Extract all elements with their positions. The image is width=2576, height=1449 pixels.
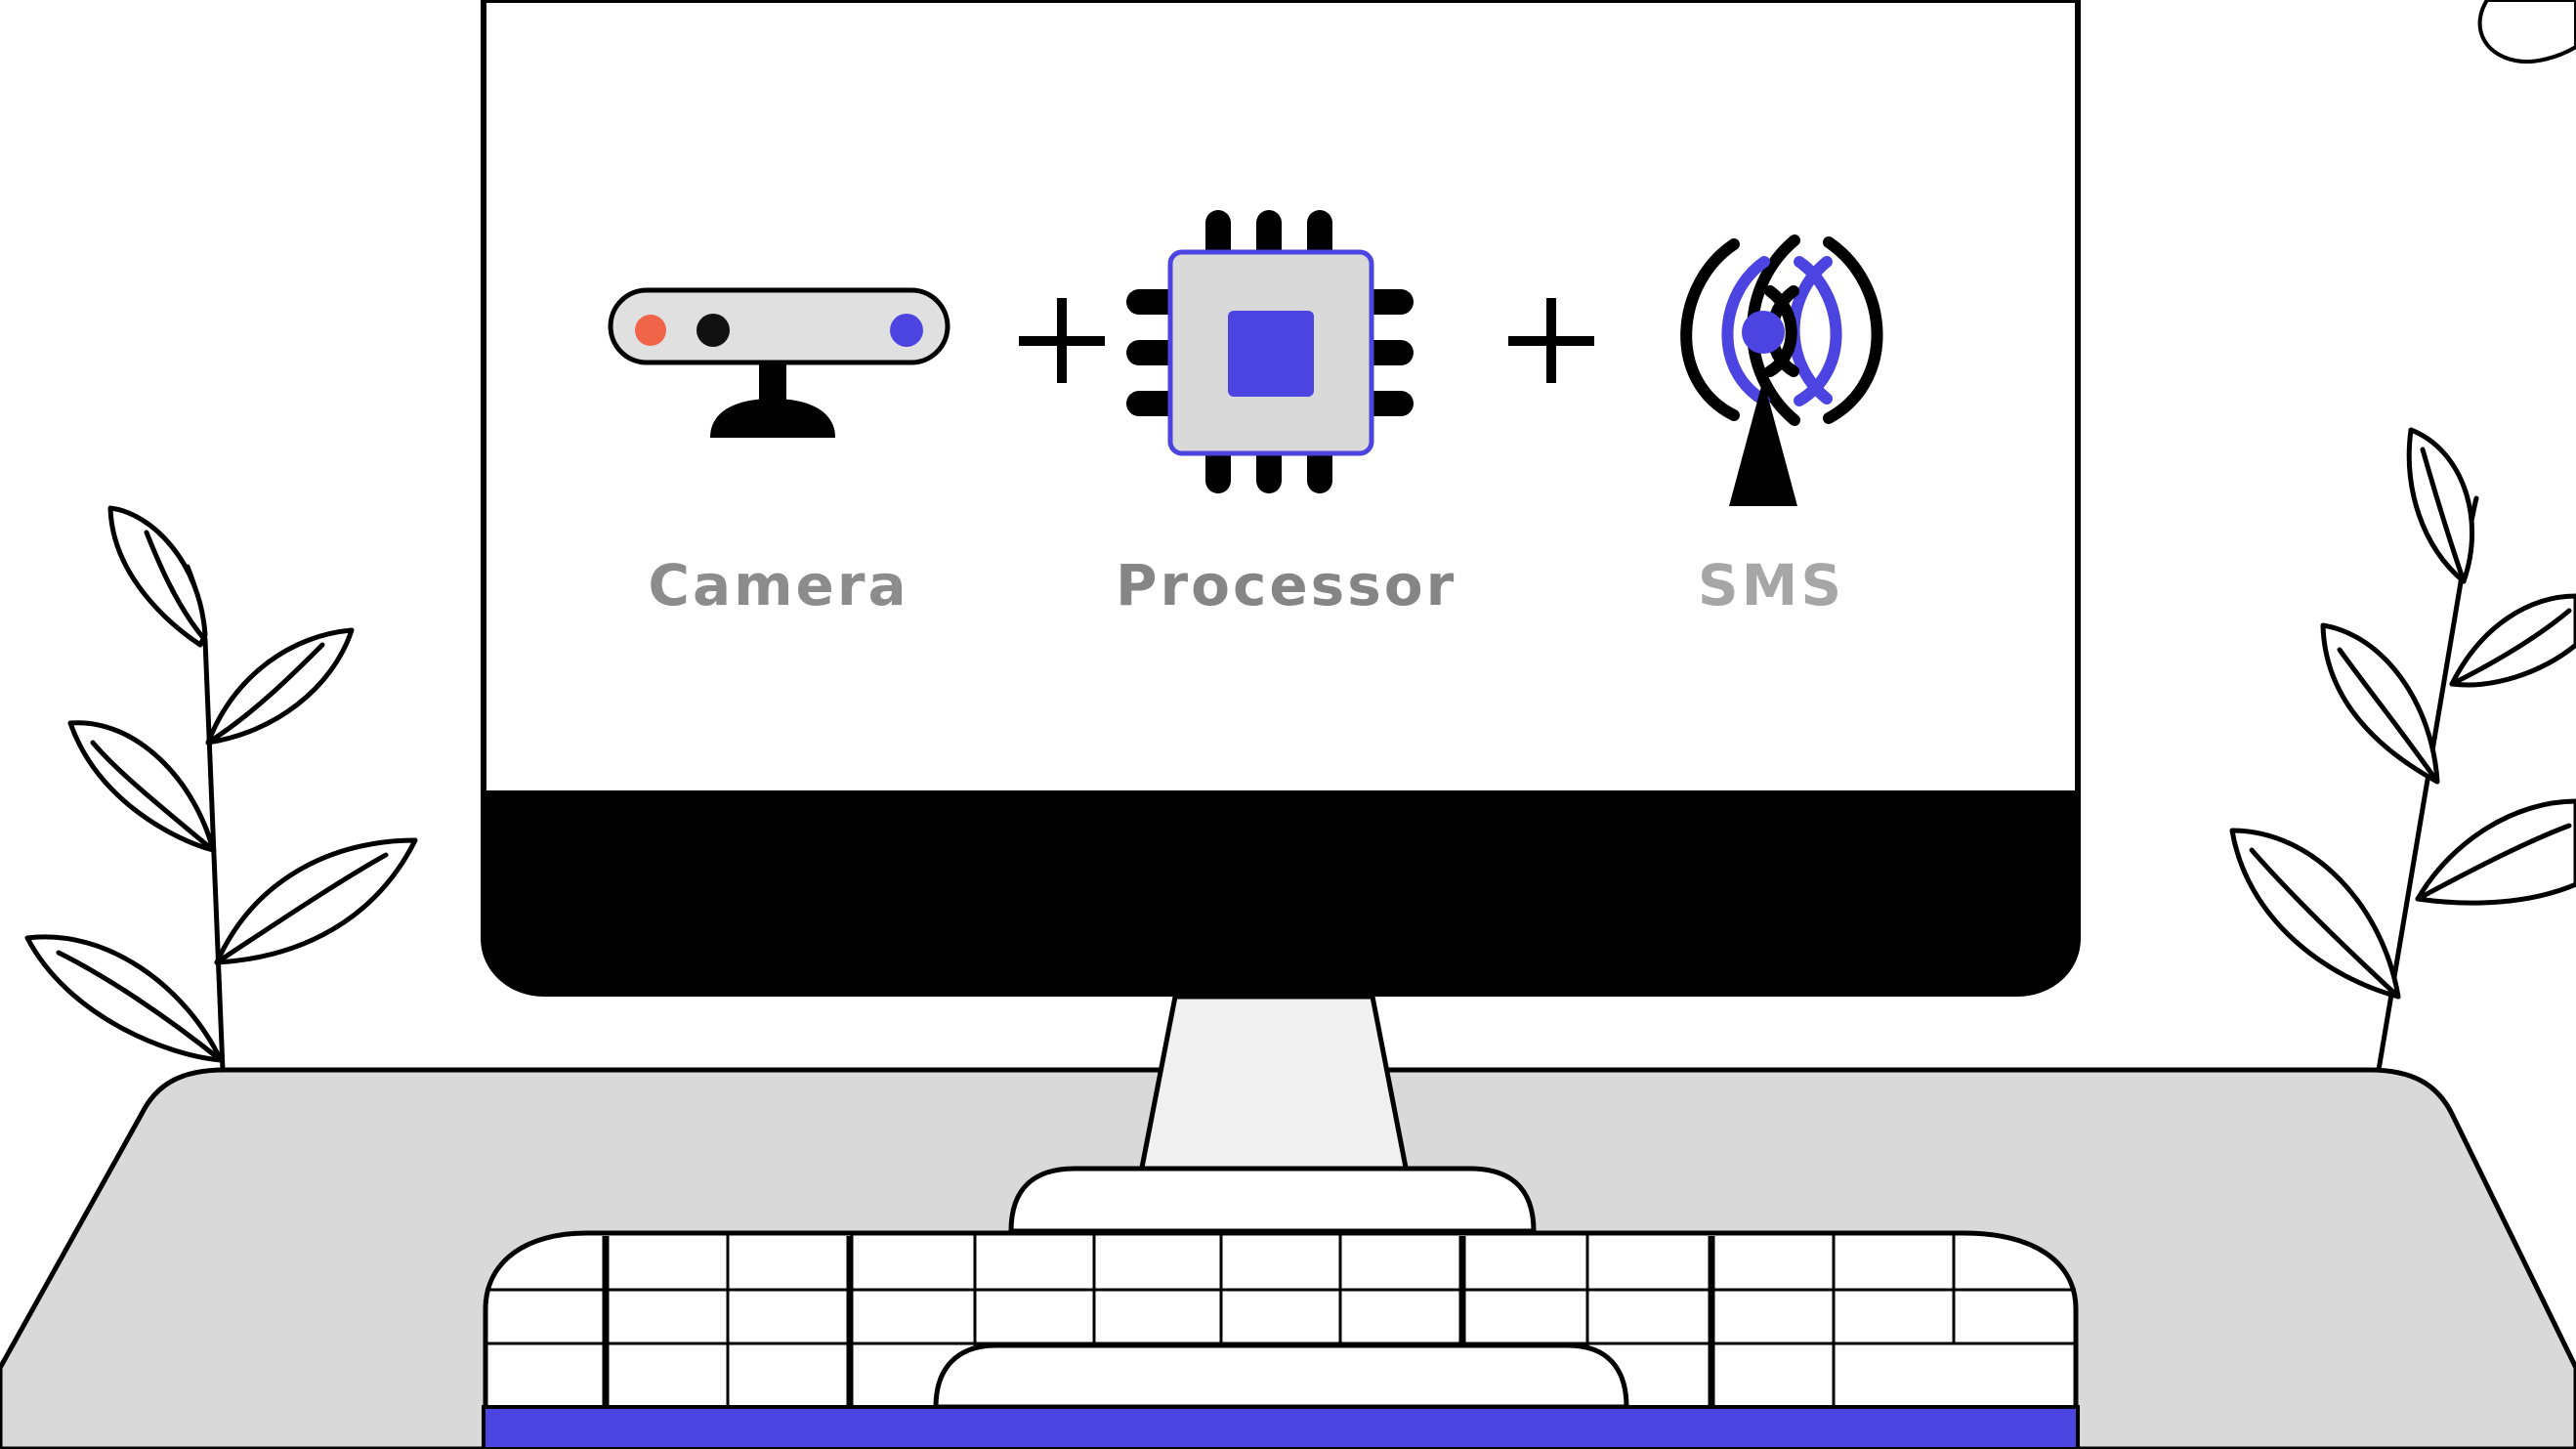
monitor-stand-base: [1008, 1166, 1537, 1234]
plus-icon: [1019, 298, 1105, 383]
camera-label: Camera: [622, 552, 935, 618]
spacebar: [933, 1342, 1629, 1410]
monitor-stand: [1137, 994, 1411, 1175]
processor-chip-icon: [1126, 210, 1414, 493]
processor-label: Processor: [1116, 552, 1454, 618]
plus-icon: [1508, 298, 1594, 383]
camera-icon: [608, 287, 950, 438]
sms-label: SMS: [1615, 552, 1927, 618]
antenna-signal-icon: [1680, 234, 1883, 506]
plant-icon: [24, 505, 418, 1073]
sms-label-text: SMS: [1697, 552, 1845, 618]
plant-icon: [2229, 427, 2576, 1073]
camera-label-text: Camera: [648, 552, 909, 618]
keyboard-icon: [482, 1230, 2080, 1449]
processor-label-text: Processor: [1116, 552, 1457, 618]
monitor-bezel: [481, 793, 2081, 997]
cloud-icon: [2477, 0, 2576, 64]
